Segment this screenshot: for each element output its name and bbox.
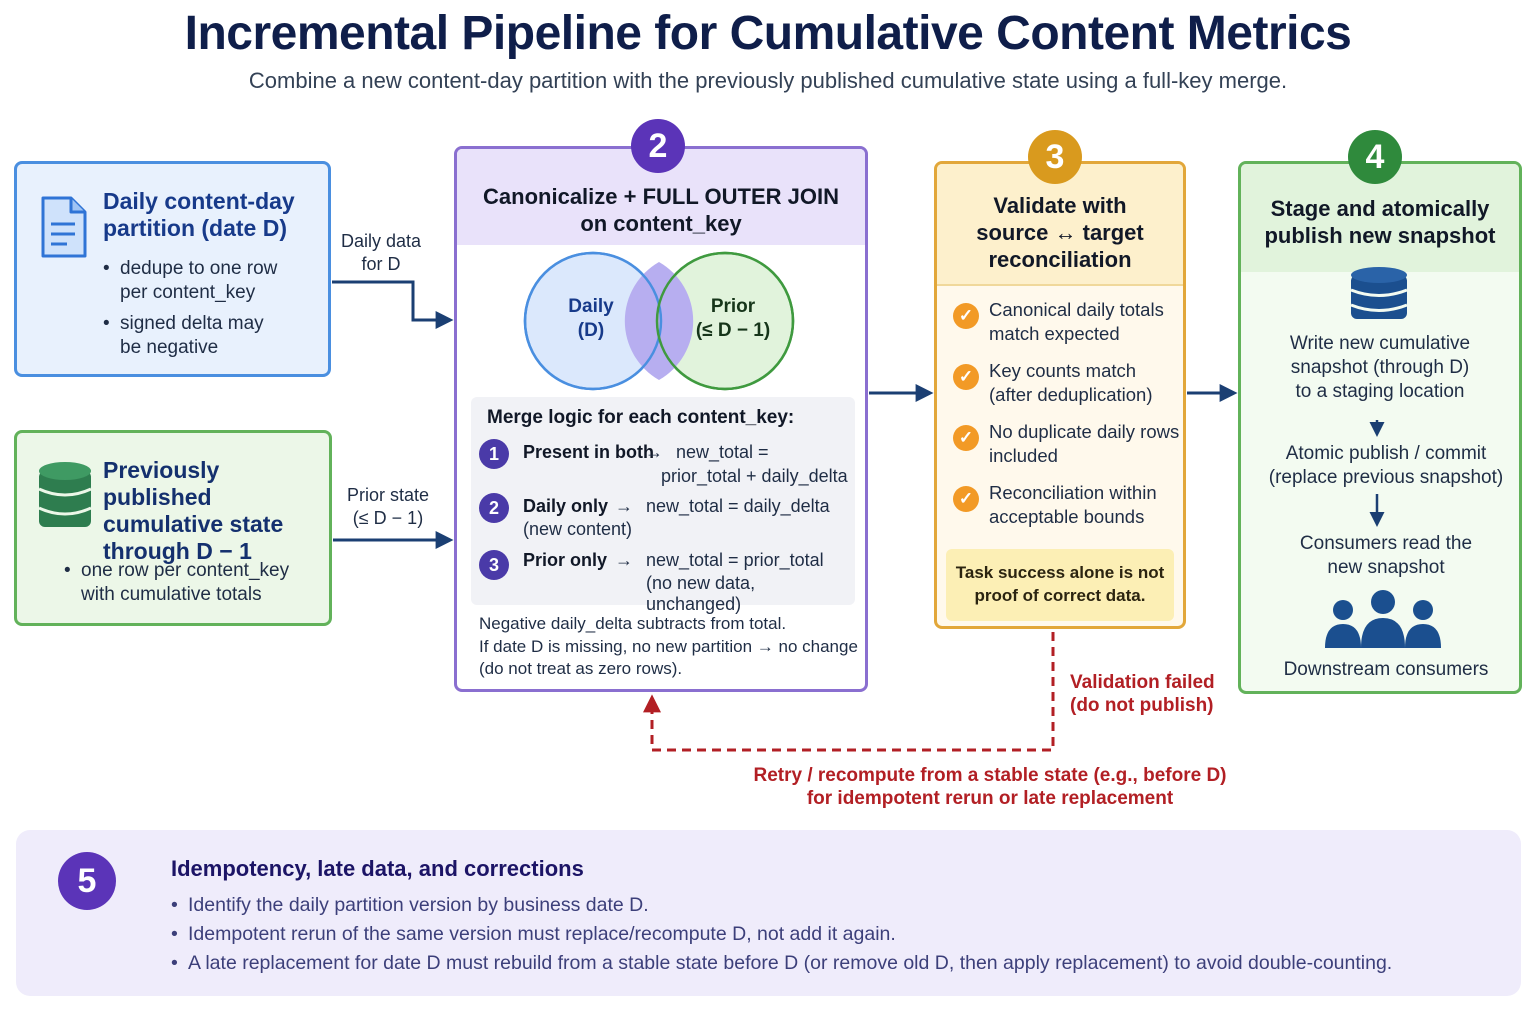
publish-title-line1: Stage and atomically: [1270, 196, 1490, 221]
validate-title-line3: reconciliation: [988, 247, 1132, 272]
idempotency-bullet2: Idempotent rerun of the same version mus…: [188, 920, 1392, 949]
publish-step-box: Stage and atomically publish new snapsho…: [1238, 161, 1522, 694]
validate-title-line1: Validate with: [993, 193, 1127, 218]
document-icon: [39, 194, 89, 265]
idempotency-bullet1: Identify the daily partition version by …: [188, 891, 1392, 920]
validation-warning-note: Task success alone is not proof of corre…: [946, 549, 1174, 621]
rule2-formula: new_total = daily_delta: [646, 496, 830, 516]
retry-line2: for idempotent rerun or late replacement: [806, 788, 1174, 809]
daily-partition-box: Daily content-day partition (date D) ded…: [14, 161, 331, 377]
prior-box-title-line2: cumulative state: [103, 511, 284, 537]
merge-footnote-line1: Negative daily_delta subtracts from tota…: [479, 614, 787, 633]
rule2-note: (new content): [523, 519, 633, 539]
merge-title-line2: on content_key: [580, 211, 742, 236]
downstream-label: Downstream consumers: [1283, 659, 1489, 680]
merge-logic-panel: Merge logic for each content_key: 1 Pres…: [471, 397, 855, 614]
daily-bullet2-line2: be negative: [120, 337, 219, 358]
step2-badge: 2: [631, 119, 685, 173]
page-subtitle: Combine a new content-day partition with…: [248, 68, 1288, 93]
publish-title-line2: publish new snapshot: [1264, 223, 1496, 248]
write-line2: snapshot (through D): [1290, 357, 1470, 378]
prior-bullet1-line1: one row per content_key: [81, 559, 289, 583]
check3-line1: No duplicate daily rows: [989, 421, 1180, 442]
venn-prior-label-line2: (≤ D − 1): [695, 320, 771, 341]
prior-arrow-label-line1: Prior state: [346, 485, 430, 505]
consumers-line1: Consumers read the: [1299, 533, 1473, 554]
write-line1: Write new cumulative: [1289, 333, 1471, 354]
rule1-arrow: →: [645, 442, 663, 462]
note-line1: Task success alone is not: [955, 563, 1165, 582]
prior-arrow-label-line2: (≤ D − 1): [352, 508, 424, 528]
database-icon: [1349, 266, 1409, 331]
rule3-label: Prior only: [523, 550, 608, 570]
rule2-number: 2: [479, 493, 509, 523]
rule3-number: 3: [479, 550, 509, 580]
users-icon: [1323, 588, 1443, 655]
check2-line2: (after deduplication): [989, 384, 1153, 405]
database-icon: [37, 461, 93, 540]
retry-line1: Retry / recompute from a stable state (e…: [753, 765, 1227, 786]
check2-line1: Key counts match: [989, 360, 1137, 381]
publish-line2: (replace previous snapshot): [1268, 467, 1504, 488]
rule3-arrow: →: [615, 550, 633, 570]
idempotency-title: Idempotency, late data, and corrections: [171, 856, 584, 881]
step5-badge: 5: [58, 852, 116, 910]
merge-step-box: Canonicalize + FULL OUTER JOIN on conten…: [454, 146, 868, 692]
rule2-arrow: →: [615, 496, 633, 516]
rule1-formula-line2: prior_total + daily_delta: [661, 466, 848, 486]
merge-footnote-line3: (do not treat as zero rows).: [479, 659, 683, 678]
merge-logic-title: Merge logic for each content_key:: [487, 407, 795, 428]
page-title: Incremental Pipeline for Cumulative Cont…: [184, 7, 1352, 60]
venn-daily-label-line2: (D): [577, 320, 605, 341]
validate-step-header: [937, 164, 1183, 286]
write-line3: to a staging location: [1295, 381, 1465, 402]
publish-line1: Atomic publish / commit: [1285, 443, 1487, 464]
consumers-line2: new snapshot: [1327, 557, 1445, 578]
step4-badge: 4: [1348, 130, 1402, 184]
check-icon: ✓: [953, 364, 979, 390]
prior-bullet1-line2: with cumulative totals: [81, 584, 262, 605]
rule3-formula: new_total = prior_total: [646, 550, 824, 570]
rule1-number: 1: [479, 439, 509, 469]
prior-box-title-line1: Previously published: [103, 457, 220, 510]
check4-line2: acceptable bounds: [989, 506, 1145, 527]
daily-arrow-label-line2: for D: [361, 254, 401, 274]
merge-title-line1: Canonicalize + FULL OUTER JOIN: [483, 184, 839, 209]
daily-bullet2-line1: signed delta may: [120, 312, 277, 336]
check-icon: ✓: [953, 303, 979, 329]
note-line2: proof of correct data.: [974, 586, 1146, 605]
daily-arrow-label-line1: Daily data: [340, 231, 422, 251]
validate-title-line2: source ↔ target: [976, 220, 1144, 245]
check4-line1: Reconciliation within: [989, 482, 1157, 503]
idempotency-panel: 5 Idempotency, late data, and correction…: [16, 830, 1521, 996]
check-icon: ✓: [953, 425, 979, 451]
check-icon: ✓: [953, 486, 979, 512]
check3-line2: included: [989, 445, 1058, 466]
venn-diagram: [523, 251, 795, 391]
rule1-formula-line1: new_total =: [676, 442, 769, 462]
venn-daily-label-line1: Daily: [568, 296, 614, 317]
merge-footnote-line2: If date D is missing, no new partition →…: [479, 636, 858, 656]
validation-failed-line1: Validation failed: [1070, 672, 1215, 693]
daily-box-title-line1: Daily content-day: [103, 188, 295, 214]
idempotency-bullet3: A late replacement for date D must rebui…: [188, 949, 1392, 978]
daily-box-title-line2: partition (date D): [103, 215, 287, 241]
rule1-label: Present in both: [523, 442, 655, 462]
daily-bullet1-line2: per content_key: [120, 282, 256, 303]
check1-line1: Canonical daily totals: [989, 299, 1164, 320]
step3-badge: 3: [1028, 130, 1082, 184]
venn-prior-label-line1: Prior: [710, 296, 756, 317]
validation-failed-line2: (do not publish): [1070, 695, 1214, 716]
rule3-note: (no new data, unchanged): [646, 573, 756, 614]
prior-state-box: Previously published cumulative state th…: [14, 430, 332, 626]
check1-line2: match expected: [989, 323, 1120, 344]
rule2-label: Daily only: [523, 496, 609, 516]
daily-bullet1-line1: dedupe to one row: [120, 257, 277, 281]
